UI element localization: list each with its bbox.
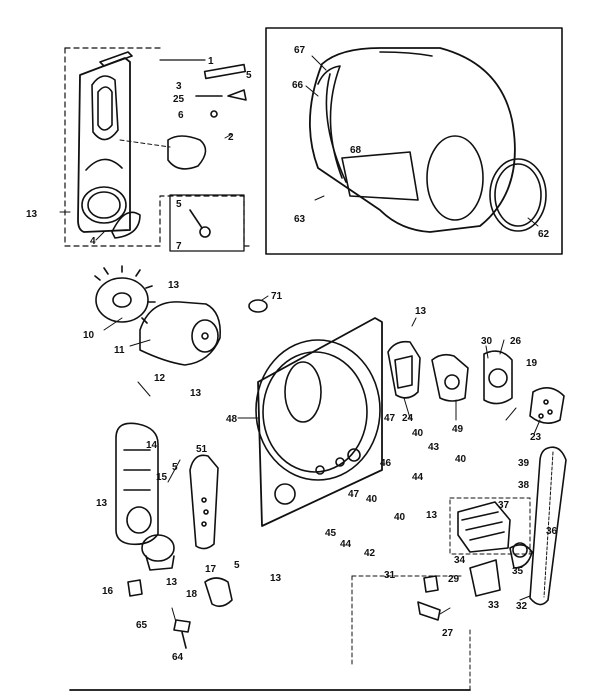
- lint-filter: [189, 454, 219, 550]
- panel-hardware: [189, 63, 247, 238]
- callout: 30: [481, 336, 493, 347]
- callout: 46: [380, 458, 392, 469]
- exhaust-elbow: [141, 534, 175, 571]
- callout: 40: [455, 454, 467, 465]
- callout: 44: [340, 539, 352, 550]
- heater-box: [387, 340, 421, 399]
- callout: 38: [518, 480, 530, 491]
- callout: 24: [402, 413, 414, 424]
- bearing-plate: [529, 387, 565, 424]
- callout: 71: [271, 291, 283, 302]
- callout: 5: [246, 70, 252, 81]
- callout: 49: [452, 424, 464, 435]
- callout: 26: [510, 336, 522, 347]
- callout: 29: [448, 574, 460, 585]
- callout: 36: [546, 526, 558, 537]
- callout: 18: [186, 589, 198, 600]
- callout-labels: 1 2 3 5 25 6 13 4 5 7 67 66 68 63 62 10 …: [26, 45, 558, 663]
- callout: 65: [136, 620, 148, 631]
- callout: 13: [190, 388, 202, 399]
- motor: [457, 501, 528, 558]
- callout: 13: [426, 510, 438, 521]
- callout: 11: [114, 345, 125, 356]
- callout: 16: [102, 586, 114, 597]
- callout: 33: [488, 600, 500, 611]
- callout: 4: [90, 236, 96, 247]
- callout: 48: [226, 414, 238, 425]
- callout: 27: [442, 628, 454, 639]
- callout: 13: [96, 498, 108, 509]
- motor-group-box: [449, 497, 531, 555]
- callout: 2: [228, 132, 234, 143]
- drum-group-box: [265, 27, 563, 255]
- callout: 40: [394, 512, 406, 523]
- callout: 34: [454, 555, 466, 566]
- callout: 45: [325, 528, 337, 539]
- callout: 1: [208, 56, 214, 67]
- callout: 15: [156, 472, 168, 483]
- callout: 43: [428, 442, 440, 453]
- callout: 39: [518, 458, 530, 469]
- bearing-housing: [483, 350, 513, 405]
- callout: 51: [196, 444, 208, 455]
- callout: 25: [173, 94, 185, 105]
- front-panel-group-box: [64, 47, 252, 247]
- callout: 47: [384, 413, 396, 424]
- rear-bulkhead: [255, 317, 383, 527]
- leader-lines: [59, 55, 541, 623]
- callout: 3: [176, 81, 182, 92]
- callout: 12: [154, 373, 166, 384]
- callout: 35: [512, 566, 524, 577]
- door-seal: [167, 135, 207, 170]
- callout: 13: [270, 573, 282, 584]
- callout: 13: [415, 306, 427, 317]
- callout: 5: [172, 462, 178, 473]
- bottom-parts: [127, 544, 533, 691]
- thermostat-housing: [431, 353, 469, 402]
- callout: 23: [530, 432, 542, 443]
- lint-duct: [115, 422, 159, 546]
- callout: 44: [412, 472, 424, 483]
- callout: 5: [176, 199, 182, 210]
- callout: 68: [350, 145, 362, 156]
- callout: 13: [26, 209, 38, 220]
- callout: 31: [384, 570, 396, 581]
- callout: 47: [348, 489, 360, 500]
- callout: 13: [166, 577, 178, 588]
- callout: 66: [292, 80, 304, 91]
- drum: [309, 47, 516, 233]
- detail-inset-box: [169, 194, 245, 252]
- callout: 13: [168, 280, 180, 291]
- callout: 64: [172, 652, 184, 663]
- callout: 6: [178, 110, 184, 121]
- drive-belt: [529, 446, 567, 606]
- callout: 62: [538, 229, 550, 240]
- callout: 17: [205, 564, 217, 575]
- callout: 40: [412, 428, 424, 439]
- front-panel: [77, 51, 133, 233]
- callout: 42: [364, 548, 376, 559]
- callout: 5: [234, 560, 240, 571]
- callout: 37: [498, 500, 510, 511]
- callout: 63: [294, 214, 306, 225]
- callout: 19: [526, 358, 538, 369]
- callout: 40: [366, 494, 378, 505]
- blower-wheel: [94, 265, 156, 324]
- callout: 67: [294, 45, 306, 56]
- drum-seal: [489, 158, 547, 232]
- blower-housing: [139, 301, 222, 366]
- callout: 32: [516, 601, 528, 612]
- callout: 7: [176, 241, 182, 252]
- grommet: [248, 299, 268, 313]
- lint-screen-disc: [111, 211, 141, 239]
- callout: 10: [83, 330, 95, 341]
- callout: 14: [146, 440, 158, 451]
